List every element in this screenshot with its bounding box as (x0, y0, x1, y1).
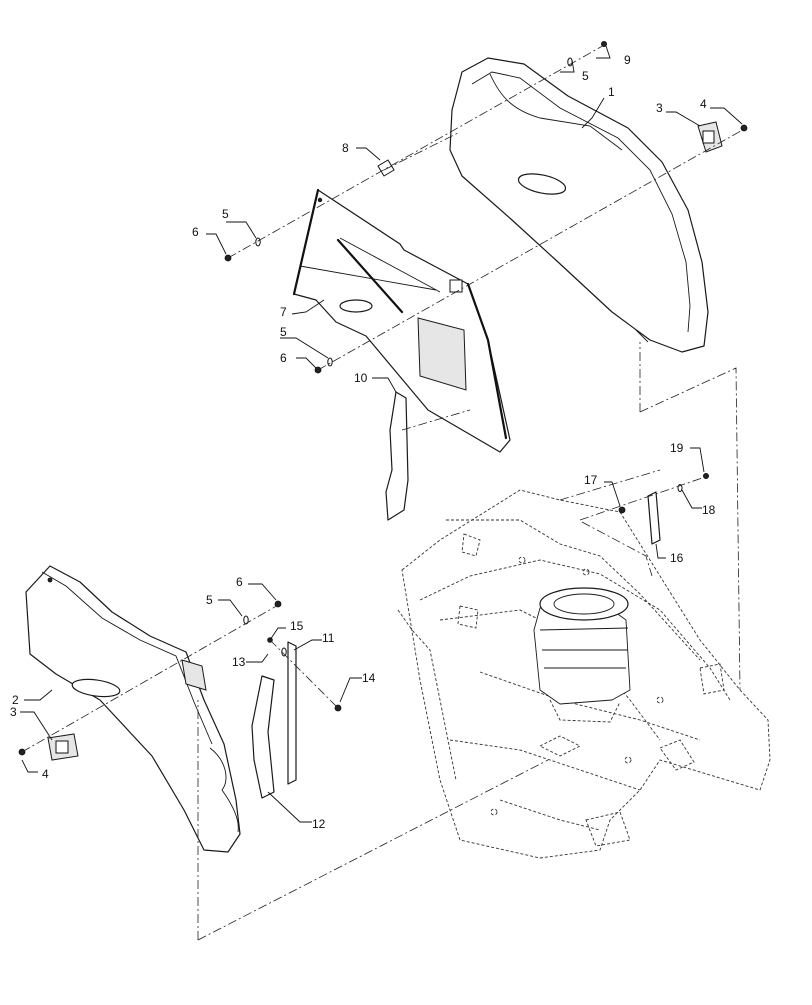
callout-12: 12 (312, 817, 326, 831)
callout-19: 19 (670, 441, 684, 455)
callout-15: 15 (290, 619, 304, 633)
callout-5-c: 5 (280, 325, 287, 339)
callout-5-a: 5 (222, 207, 229, 221)
right-side-panel (449, 57, 709, 353)
callout-6-c: 6 (236, 575, 243, 589)
callout-8: 8 (342, 141, 349, 155)
callout-4-upper: 4 (700, 97, 707, 111)
callout-18: 18 (702, 503, 716, 517)
callout-3-upper: 3 (656, 101, 663, 115)
callout-5-b: 5 (582, 69, 589, 83)
callout-13: 13 (232, 655, 246, 669)
insulation-panel (292, 188, 511, 453)
mounting-bracket (647, 491, 661, 545)
callout-16: 16 (670, 551, 684, 565)
callout-7: 7 (280, 305, 287, 319)
assembly-center-lines (21, 43, 747, 941)
filter-assembly (533, 587, 631, 723)
callout-labels: 1 2 3 3 4 4 5 5 5 6 6 6 7 8 9 10 11 12 1… (10, 53, 716, 831)
hinge-bracket-upper (697, 121, 723, 153)
seal-strip-12 (251, 675, 275, 799)
callout-2: 2 (12, 693, 19, 707)
hinge-bracket-lower (47, 733, 79, 761)
callout-11: 11 (322, 631, 335, 645)
callout-5-d: 5 (206, 593, 213, 607)
spacer (377, 159, 395, 177)
callout-14: 14 (362, 671, 376, 685)
callout-leaders (20, 45, 743, 823)
left-side-panel (25, 565, 241, 853)
callout-9: 9 (624, 53, 631, 67)
callout-6-b: 6 (280, 351, 287, 365)
seal-strip-upper (385, 391, 409, 521)
callout-3-lower: 3 (10, 705, 17, 719)
callout-17: 17 (584, 473, 598, 487)
seal-strip-11 (287, 641, 297, 785)
bracket-fasteners (618, 472, 710, 514)
callout-6-a: 6 (192, 225, 199, 239)
callout-10: 10 (354, 371, 368, 385)
callout-1: 1 (608, 85, 615, 99)
callout-4-lower: 4 (42, 767, 49, 781)
bolt-upper (740, 124, 748, 132)
